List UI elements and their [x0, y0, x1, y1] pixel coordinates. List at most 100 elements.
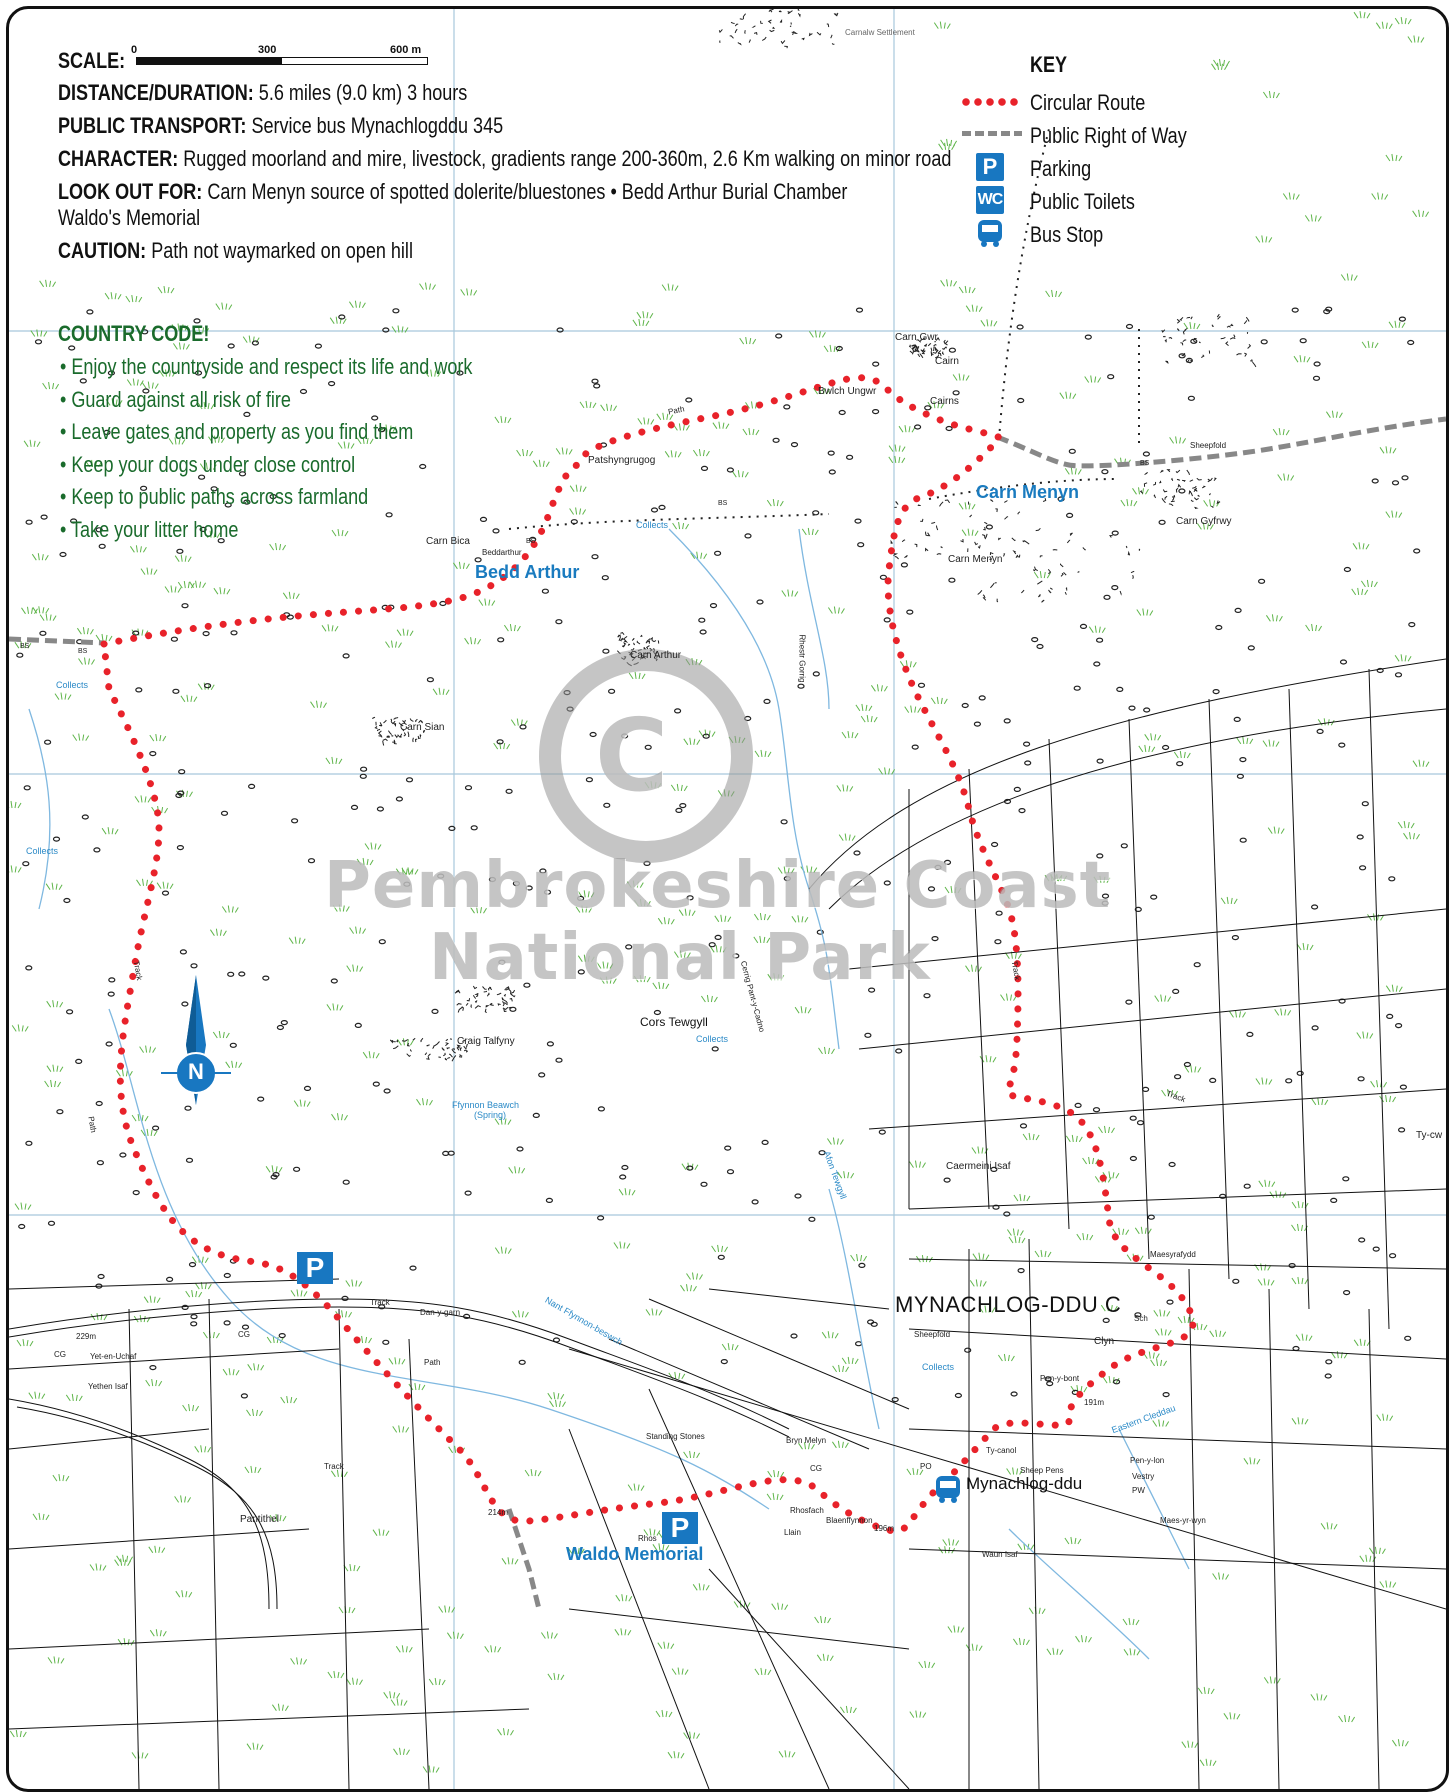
rock-mark: [202, 630, 210, 637]
rock-mark: [1017, 1267, 1025, 1274]
rock-mark: [1358, 1237, 1366, 1243]
grass-tuft: [1291, 1223, 1308, 1232]
grass-tuft: [672, 521, 690, 530]
outcrop-stroke: [1196, 477, 1202, 481]
grass-tuft: [1385, 153, 1403, 162]
rock-mark: [63, 897, 71, 904]
grass-tuft: [1100, 1303, 1118, 1312]
outcrop-stroke: [1162, 335, 1166, 338]
grass-tuft: [246, 1408, 263, 1417]
grass-tuft: [1351, 587, 1369, 596]
rock-mark: [1003, 1211, 1011, 1217]
grass-tuft: [888, 455, 906, 464]
grass-tuft: [174, 1494, 192, 1503]
rock-mark: [1183, 1061, 1192, 1068]
grass-tuft: [321, 623, 339, 632]
grass-tuft: [547, 1672, 565, 1681]
outcrop-stroke: [406, 1053, 411, 1057]
grass-tuft: [1028, 1606, 1046, 1615]
rock-mark: [593, 383, 601, 389]
field-boundary: [648, 1298, 910, 1410]
grass-tuft: [202, 1330, 220, 1339]
grass-tuft: [1293, 354, 1311, 363]
rock-mark: [891, 1396, 899, 1403]
rock-mark: [1247, 645, 1255, 651]
rock-mark: [529, 536, 537, 543]
rock-mark: [1408, 621, 1416, 628]
rock-mark: [931, 935, 939, 942]
rock-mark: [93, 847, 101, 853]
outcrop-stroke: [1041, 599, 1045, 603]
outcrop-stroke: [893, 553, 899, 557]
grass-tuft: [1076, 1232, 1094, 1241]
outcrop-stroke: [1175, 487, 1179, 493]
grass-tuft: [733, 1600, 751, 1608]
circular-route[interactable]: [100, 374, 1197, 1535]
field-boundary: [908, 1188, 1446, 1210]
rock-mark: [456, 370, 464, 376]
outcrop-stroke: [718, 29, 723, 34]
grass-tuft: [671, 1667, 689, 1676]
outcrop-stroke: [784, 45, 788, 49]
outcrop-stroke: [457, 1006, 463, 1013]
rock-mark: [1358, 865, 1367, 871]
grass-tuft: [16, 1338, 34, 1347]
rock-mark: [828, 469, 836, 475]
grass-tuft: [958, 285, 976, 294]
outcrop-stroke: [996, 598, 999, 603]
grass-tuft: [1296, 942, 1314, 951]
field-boundary: [208, 1298, 220, 1789]
grass-tuft: [346, 1677, 363, 1686]
rock-mark: [505, 788, 513, 794]
outcrop-stroke: [447, 1057, 451, 1060]
grass-tuft: [244, 1465, 262, 1474]
rock-mark: [409, 1265, 417, 1271]
grass-tuft: [269, 1513, 287, 1522]
map-canvas[interactable]: [9, 9, 1446, 1789]
grass-tuft: [1353, 10, 1371, 19]
grass-tuft: [1267, 826, 1285, 835]
rock-mark: [1147, 1214, 1155, 1220]
grass-tuft: [1379, 445, 1397, 454]
outcrop-stroke: [751, 25, 756, 28]
grass-tuft: [781, 589, 799, 597]
outcrop-stroke: [1161, 329, 1166, 333]
outcrop-stroke: [633, 642, 636, 646]
field-boundary: [1048, 738, 1070, 1230]
grass-tuft: [1064, 1536, 1082, 1545]
field-boundary: [908, 1428, 1446, 1450]
grass-tuft: [1258, 1179, 1276, 1188]
rock-mark: [990, 1166, 998, 1173]
outcrop-stroke: [1168, 337, 1173, 340]
outcrop-stroke: [1159, 480, 1162, 484]
grass-tuft: [1368, 1546, 1386, 1555]
grass-tuft: [101, 826, 119, 835]
outcrop-stroke: [1161, 498, 1166, 504]
grass-tuft: [180, 694, 198, 703]
rock-mark: [262, 975, 270, 981]
rock-mark: [241, 1324, 250, 1330]
grass-tuft: [1236, 736, 1254, 745]
outcrop-stroke: [388, 735, 391, 738]
grass-tuft: [1394, 16, 1412, 25]
outcrop-stroke: [1138, 548, 1141, 551]
outcrop-stroke: [446, 1047, 450, 1050]
rock-mark: [243, 499, 251, 505]
outcrop-stroke: [977, 589, 983, 595]
grass-tuft: [329, 316, 347, 325]
grass-tuft: [372, 1528, 390, 1537]
grass-tuft: [1262, 90, 1280, 99]
grass-tuft: [78, 657, 95, 665]
grass-tuft: [44, 1079, 62, 1088]
rock-mark: [775, 333, 783, 339]
rock-mark: [172, 688, 180, 694]
outcrop-stroke: [944, 499, 951, 504]
rock-mark: [1173, 1074, 1182, 1080]
outcrop-stroke: [387, 730, 392, 736]
grass-tuft: [115, 1068, 133, 1077]
outcrop-stroke: [1176, 478, 1181, 481]
grass-tuft: [742, 427, 760, 436]
grass-tuft: [428, 1677, 446, 1686]
outcrop-stroke: [927, 343, 932, 347]
grass-tuft: [683, 1731, 701, 1740]
